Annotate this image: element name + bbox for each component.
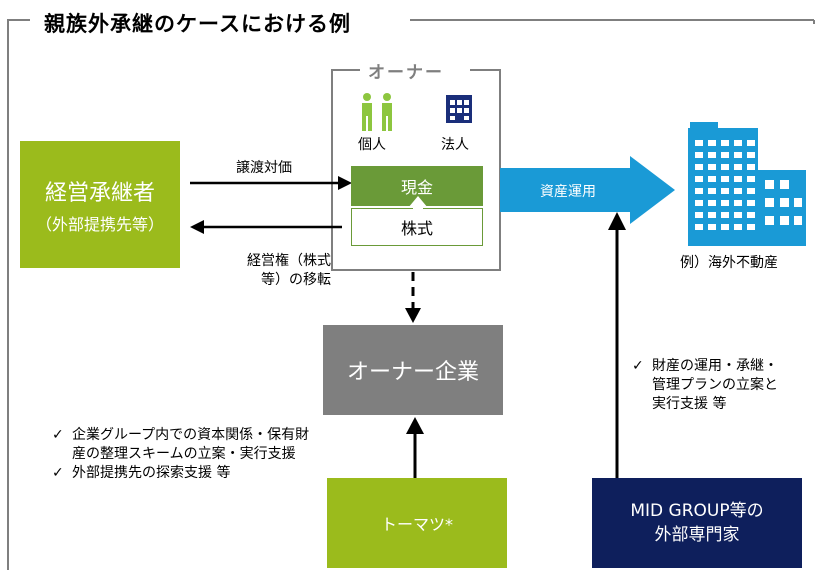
tohmatsu-note-1-line1: 企業グループ内での資本関係・保有財 [72, 427, 310, 443]
management-rights-line1: 経営権（株式 [247, 253, 331, 269]
transfer-price-label: 譲渡対価 [236, 160, 292, 176]
stock-to-cash-arrow-stem [413, 204, 423, 210]
mid-note-line1-text: 財産の運用・承継・ [652, 358, 778, 374]
mid-note-line2: 管理プランの立案と [652, 377, 778, 393]
asset-management-arrow [500, 156, 675, 224]
person-pair-icon [362, 93, 392, 131]
ownership-dashed-arrow [405, 272, 421, 323]
mid-note-line3: 実行支援 等 [652, 396, 727, 412]
diagram-title: 親族外承継のケースにおける例 [40, 8, 355, 38]
building-icon [446, 95, 472, 123]
mid-group-line1: MID GROUP等の [630, 501, 764, 521]
mid-group-box: MID GROUP等の 外部専門家 [592, 478, 802, 568]
skyscraper-windows [695, 140, 802, 230]
mid-group-notes: ✓ 財産の運用・承継・ 管理プランの立案と 実行支援 等 [632, 357, 812, 414]
tohmatsu-box: トーマツ* [327, 478, 507, 568]
management-rights-line2: 等）の移転 [261, 272, 331, 288]
tohmatsu-note-2: ✓ 外部提携先の探索支援 等 [52, 464, 362, 483]
asset-management-label: 資産運用 [540, 184, 596, 200]
mid-group-line2: 外部専門家 [654, 525, 740, 545]
overseas-real-estate-label: 例）海外不動産 [680, 255, 778, 271]
transfer-price-arrow [190, 176, 352, 190]
management-rights-arrow [190, 220, 342, 234]
mid-group-support-arrow [608, 212, 626, 478]
tohmatsu-note-2-text: 外部提携先の探索支援 等 [72, 465, 231, 481]
owner-frame [331, 69, 501, 271]
tohmatsu-support-arrow [406, 417, 424, 478]
tohmatsu-notes: ✓ 企業グループ内での資本関係・保有財 産の整理スキームの立案・実行支援 ✓ 外部提… [52, 426, 362, 483]
owner-title: オーナー [362, 58, 450, 83]
tohmatsu-note-1-line2: 産の整理スキームの立案・実行支援 [72, 446, 296, 462]
check-icon: ✓ [632, 358, 644, 374]
check-icon: ✓ [52, 427, 64, 443]
management-rights-label: 経営権（株式 等）の移転 [213, 252, 331, 290]
corporation-label: 法人 [441, 137, 469, 153]
stock-box: 株式 [351, 208, 483, 246]
mid-note-line1: ✓ 財産の運用・承継・ [632, 357, 812, 376]
owner-company-box: オーナー企業 [323, 325, 503, 415]
outer-frame [7, 19, 815, 570]
tohmatsu-note-1: ✓ 企業グループ内での資本関係・保有財 [52, 426, 362, 445]
check-icon: ✓ [52, 465, 64, 481]
successor-box: 経営承継者 （外部提携先等） [20, 141, 180, 268]
individual-label: 個人 [358, 137, 386, 153]
successor-sublabel: （外部提携先等） [35, 214, 164, 234]
successor-label: 経営承継者 [44, 180, 155, 206]
